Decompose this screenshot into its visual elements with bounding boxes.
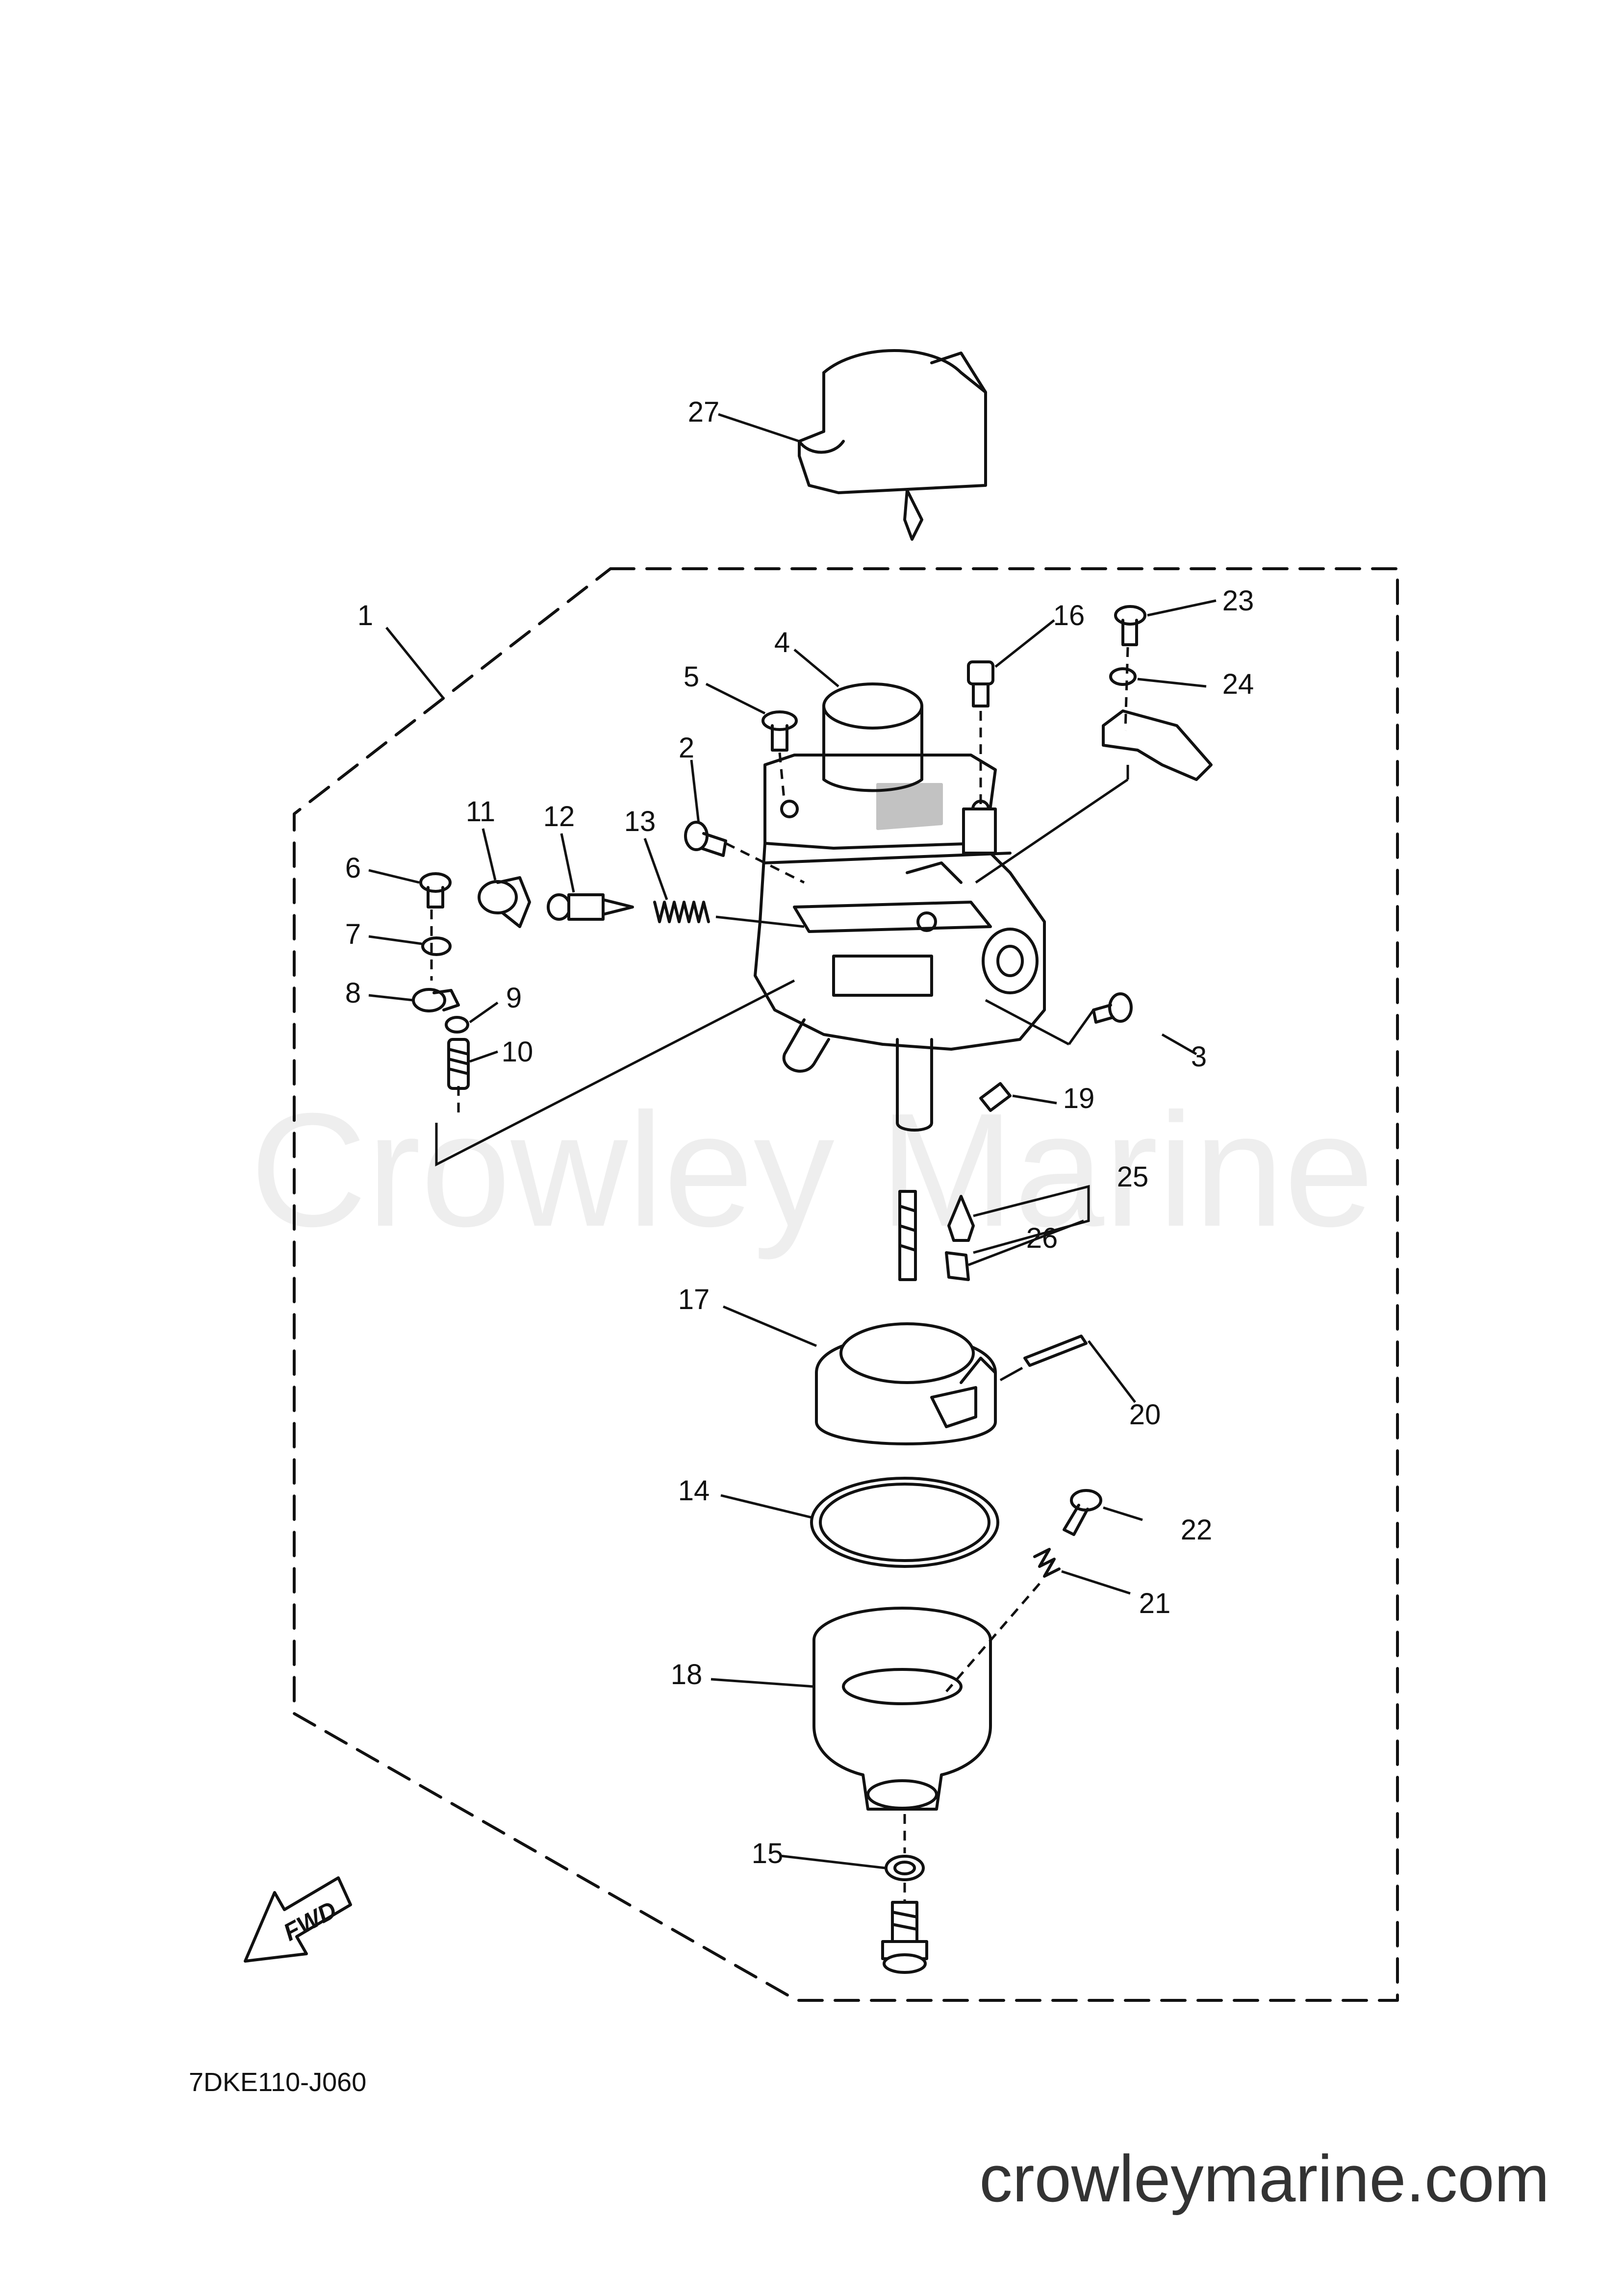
website-text: crowleymarine.com [979,2142,1549,2216]
label-17: 17 [678,1284,710,1315]
label-10: 10 [502,1036,533,1068]
label-16: 16 [1053,600,1085,631]
part-needle-12 [547,893,634,921]
part-spring-13 [653,901,710,923]
part-washer-7 [421,936,452,956]
part-cover-27 [798,349,987,541]
diagram-code: 7DKE110-J060 [189,2068,366,2097]
part-washer-24 [1109,667,1137,686]
label-6: 6 [345,852,361,884]
label-8: 8 [345,977,361,1009]
part-bolt-16 [962,660,997,855]
label-14: 14 [678,1475,710,1507]
label-7: 7 [345,918,361,950]
label-19: 19 [1063,1083,1095,1114]
label-4: 4 [774,627,790,658]
assembly-boundary [293,567,1399,2002]
label-13: 13 [624,806,656,837]
part-spring-21 [1033,1548,1061,1578]
part-screw-10 [447,1038,470,1090]
part-nozzle [898,1190,917,1281]
part-float-17 [815,1322,997,1445]
part-clip-26 [945,1251,970,1281]
part-screw-3 [1092,992,1133,1024]
label-20: 20 [1129,1399,1161,1431]
part-drain-bolt [881,1901,928,1974]
label-2: 2 [679,732,694,764]
part-pin-20 [1023,1335,1088,1367]
part-bowl-18 [812,1607,992,1811]
label-22: 22 [1181,1514,1213,1546]
part-knob-11 [478,876,531,928]
label-26: 26 [1026,1222,1058,1254]
part-jet-19 [979,1082,1012,1112]
label-18: 18 [671,1659,703,1690]
label-3: 3 [1191,1041,1207,1073]
part-plate-8 [412,988,460,1012]
part-screw-23 [1114,605,1146,646]
label-12: 12 [543,801,575,833]
leader-lines [368,413,1217,1902]
part-gasket-14 [810,1477,999,1568]
label-1: 1 [357,600,373,631]
part-screw-6 [419,872,452,908]
label-11: 11 [466,796,495,828]
label-23: 23 [1222,585,1254,617]
part-labels: 1 2 3 4 5 6 7 8 9 10 11 12 13 14 15 16 1… [345,396,1254,1869]
part-screw-22 [1063,1489,1102,1536]
label-27: 27 [688,396,720,428]
fwd-arrow-icon: FWD [244,1876,352,1963]
label-21: 21 [1139,1588,1171,1619]
part-top-body-4 [763,682,997,855]
part-needle-25 [947,1195,975,1242]
part-oring-9 [445,1016,469,1034]
label-24: 24 [1222,668,1254,700]
label-15: 15 [752,1838,784,1869]
label-25: 25 [1117,1161,1149,1193]
watermark-text: Crowley Marine [250,1079,1374,1261]
label-9: 9 [506,982,522,1014]
part-screw-5 [761,710,798,752]
part-washer-15 [885,1855,925,1881]
part-bracket [1102,709,1213,781]
part-screw-2 [684,821,727,857]
label-5: 5 [684,661,699,693]
